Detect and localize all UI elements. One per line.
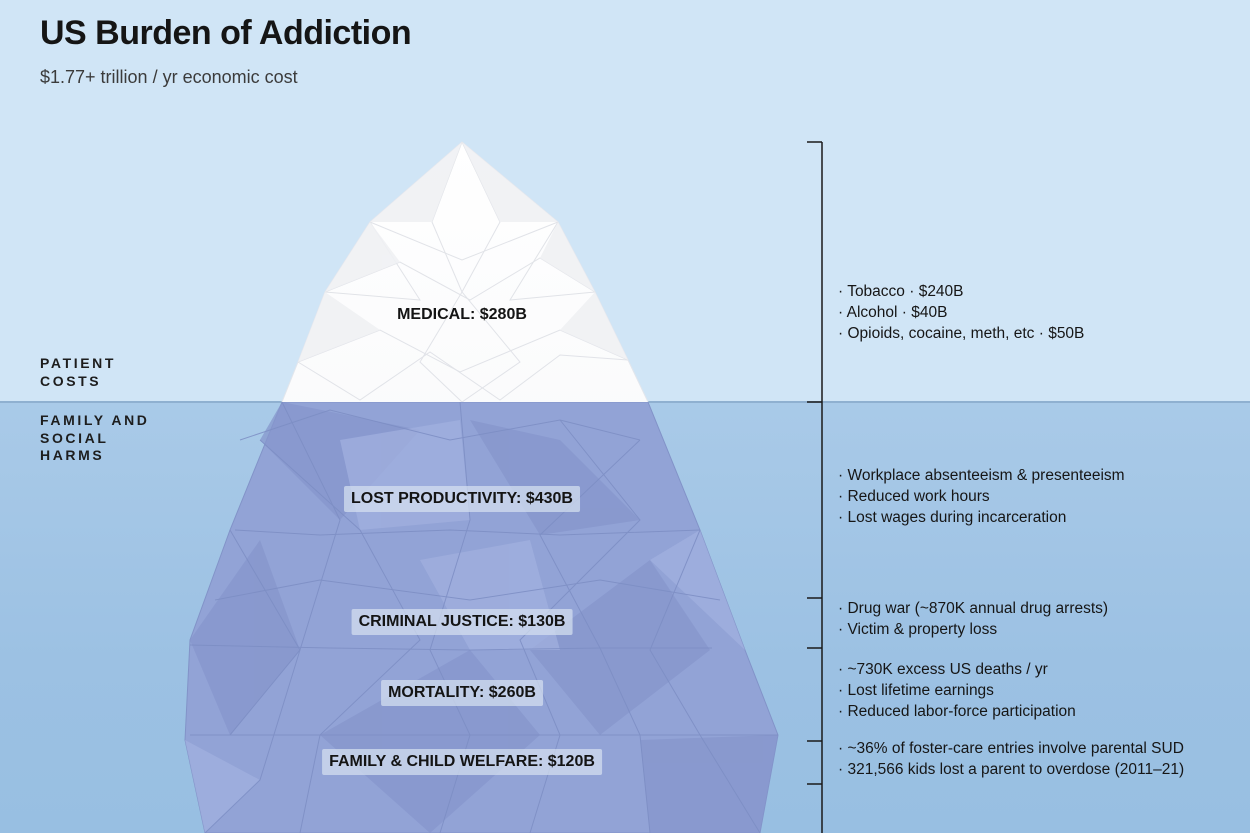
- tier-label-criminal-justice: CRIMINAL JUSTICE: $130B: [351, 609, 573, 635]
- notes-mortality: · ~730K excess US deaths / yr · Lost lif…: [838, 660, 1076, 722]
- note-item: · Opioids, cocaine, meth, etc · $50B: [838, 324, 1085, 342]
- note-item: · ~36% of foster-care entries involve pa…: [838, 740, 1184, 757]
- note-item: · Workplace absenteeism & presenteeism: [838, 467, 1125, 484]
- page-title: US Burden of Addiction: [40, 14, 412, 52]
- zone-label-family-social-harms: FAMILY AND SOCIAL HARMS: [40, 412, 150, 463]
- page-subtitle: $1.77+ trillion / yr economic cost: [40, 67, 298, 87]
- tier-label-lost-productivity: LOST PRODUCTIVITY: $430B: [344, 486, 580, 512]
- sky-background: [0, 0, 1250, 402]
- notes-lost-productivity: · Workplace absenteeism & presenteeism ·…: [838, 466, 1125, 528]
- iceberg-tip: [281, 141, 649, 402]
- note-item: · Drug war (~870K annual drug arrests): [838, 600, 1109, 617]
- notes-criminal-justice: · Drug war (~870K annual drug arrests) ·…: [838, 599, 1108, 641]
- note-item: · Reduced work hours: [838, 487, 990, 505]
- note-item: · 321,566 kids lost a parent to overdose…: [838, 760, 1185, 778]
- note-item: · Alcohol · $40B: [838, 303, 948, 321]
- tier-label-family-child-welfare: FAMILY & CHILD WELFARE: $120B: [322, 749, 602, 775]
- note-item: · Tobacco · $240B: [838, 283, 964, 300]
- note-item: · Reduced labor-force participation: [838, 702, 1076, 720]
- tier-label-medical: MEDICAL: $280B: [397, 306, 527, 323]
- zone-label-patient-costs: PATIENT COSTS: [40, 355, 117, 389]
- notes-family-child-welfare: · ~36% of foster-care entries involve pa…: [838, 739, 1184, 781]
- notes-medical: · Tobacco · $240B · Alcohol · $40B · Opi…: [838, 282, 1084, 344]
- tier-label-mortality: MORTALITY: $260B: [381, 680, 543, 706]
- note-item: · Victim & property loss: [838, 620, 998, 638]
- note-item: · Lost lifetime earnings: [838, 681, 994, 699]
- note-item: · ~730K excess US deaths / yr: [838, 661, 1048, 678]
- note-item: · Lost wages during incarceration: [838, 508, 1067, 526]
